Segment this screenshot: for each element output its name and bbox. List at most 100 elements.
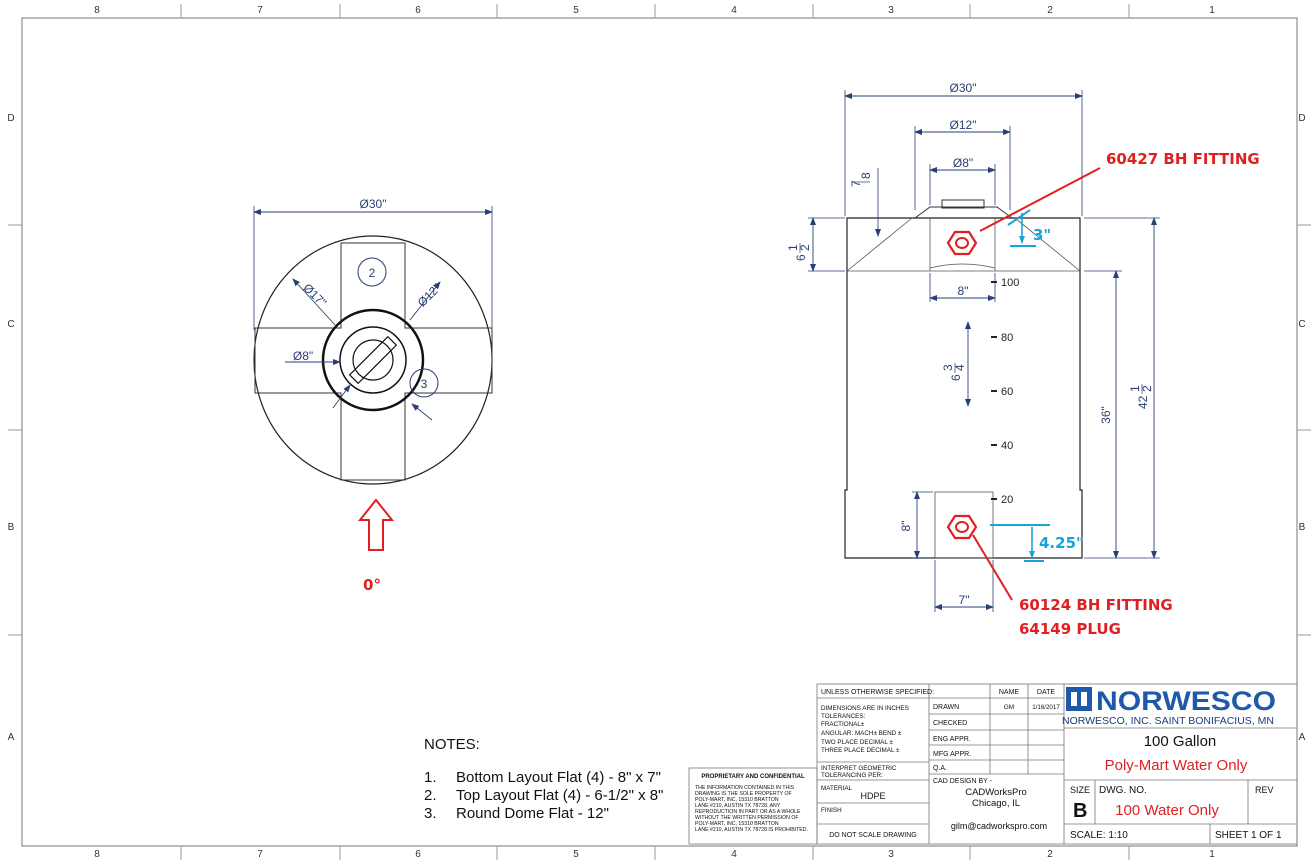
dome-12-circle (321, 308, 425, 412)
tb-interpret: INTERPRET GEOMETRIC (821, 765, 897, 772)
tb-dims-line: FRACTIONAL± (821, 721, 865, 728)
tb-drawn: DRAWN (933, 704, 959, 711)
row-label: C (7, 319, 14, 330)
row-label: A (1299, 732, 1306, 743)
column-label: 1 (1209, 849, 1215, 860)
proprietary-line: DRAWING IS THE SOLE PROPERTY OF (695, 791, 792, 797)
tb-dims-line: TOLERANCES: (821, 713, 866, 720)
note-number: 3. (424, 805, 437, 822)
dim-7-8: 7 8 (849, 172, 873, 187)
balloon-2: 2 (369, 266, 376, 280)
column-label: 5 (573, 5, 579, 16)
row-label: D (7, 113, 14, 124)
tb-mfg-appr: MFG APPR. (933, 751, 971, 758)
lid-handle (348, 335, 398, 385)
offset-bottom-label: 4.25" (1039, 534, 1084, 552)
gallon-mark-60: 60 (1001, 386, 1013, 398)
dim-diameter-30-top: Ø30" (360, 197, 387, 211)
tb-dims-line: ANGULAR: MACH± BEND ± (821, 730, 902, 737)
column-label: 7 (257, 5, 263, 16)
tb-sheet: SHEET 1 OF 1 (1215, 830, 1282, 841)
column-label: 6 (415, 5, 421, 16)
dim-diameter-17: Ø17" (300, 281, 329, 310)
column-label: 4 (731, 5, 737, 16)
tb-dims-line: THREE PLACE DECIMAL ± (821, 747, 900, 754)
lid-8-circle (339, 326, 407, 394)
dim-42-1-2: 42 1 2 (1128, 384, 1154, 409)
tb-size-value: B (1073, 800, 1087, 822)
offset-top-label: 3" (1033, 226, 1051, 244)
tb-material-value: HDPE (860, 791, 885, 801)
dim-diameter-12: Ø12" (415, 281, 444, 310)
gallon-mark-80: 80 (1001, 332, 1013, 344)
dim-36: 36" (1099, 406, 1113, 424)
callout-bottom-fitting: 60124 BH FITTING (1019, 596, 1173, 614)
sheet-border (8, 4, 1311, 860)
proprietary-title: PROPRIETARY AND CONFIDENTIAL (701, 774, 805, 780)
tb-size-label: SIZE (1070, 785, 1090, 795)
note-text: Top Layout Flat (4) - 6-1/2" x 8" (456, 787, 663, 804)
row-label: B (8, 522, 15, 533)
dim-6-1-2: 6 1 2 (786, 243, 812, 261)
svg-text:7: 7 (849, 180, 863, 187)
column-label: 1 (1209, 5, 1215, 16)
svg-text:42: 42 (1136, 395, 1150, 409)
tb-rev-label: REV (1255, 785, 1274, 795)
tank-body (844, 217, 1083, 559)
dim-8-top: 8" (958, 284, 969, 298)
gallon-mark-20: 20 (1001, 494, 1013, 506)
callout-plug: 64149 PLUG (1019, 620, 1121, 638)
proprietary-line: THE INFORMATION CONTAINED IN THIS (695, 785, 795, 791)
proprietary-box: PROPRIETARY AND CONFIDENTIAL THE INFORMA… (688, 767, 818, 845)
proprietary-line: WITHOUT THE WRITTEN PERMISSION OF (695, 815, 799, 821)
tb-dims-line: DIMENSIONS ARE IN INCHES (821, 705, 909, 712)
row-label: C (1298, 319, 1305, 330)
column-label: 6 (415, 849, 421, 860)
callout-leader-top (979, 167, 1101, 232)
svg-text:NORWESCO: NORWESCO (1096, 686, 1276, 716)
proprietary-line: REPRODUCTION IN PART OR AS A WHOLE (695, 809, 801, 815)
callout-leader-bottom (972, 534, 1013, 601)
row-label: B (1299, 522, 1306, 533)
gallon-mark-100: 100 (1001, 277, 1019, 289)
svg-text:2: 2 (798, 244, 812, 251)
tank-lid (914, 206, 1013, 219)
tb-cad-city: Chicago, IL (972, 798, 1020, 809)
tb-finish: FINISH (821, 807, 842, 814)
dim-7: 7" (959, 593, 970, 607)
top-fitting-icon (946, 230, 978, 256)
note-text: Bottom Layout Flat (4) - 8" x 7" (456, 769, 661, 786)
offset-top: 3" (1007, 209, 1051, 247)
tb-drawn-name: GM (1004, 704, 1014, 711)
tb-interpret: TOLERANCING PER: (821, 772, 883, 779)
tb-unless: UNLESS OTHERWISE SPECIFIED: (821, 689, 934, 696)
column-label: 8 (94, 5, 100, 16)
tb-name-header: NAME (999, 689, 1020, 696)
column-label: 5 (573, 849, 579, 860)
column-label: 3 (888, 5, 894, 16)
note-text: Round Dome Flat - 12" (456, 805, 609, 822)
tb-cad-design: CAD DESIGN BY - (933, 778, 993, 785)
proprietary-line: POLY-MART, INC, 15310 BRATTON (695, 821, 779, 827)
tb-do-not-scale: DO NOT SCALE DRAWING (829, 832, 917, 839)
row-label: A (8, 732, 15, 743)
notes: NOTES: 1. Bottom Layout Flat (4) - 8" x … (424, 736, 663, 822)
proprietary-line: LANE #210, AUSTIN TX 78728 IS PROHIBITED… (695, 827, 808, 833)
lid-inner-circle (352, 339, 394, 381)
layout-flats (254, 242, 493, 481)
tb-dims-line: TWO PLACE DECIMAL ± (821, 739, 893, 746)
column-label: 2 (1047, 849, 1053, 860)
tb-dwg-value: 100 Water Only (1115, 802, 1219, 819)
column-label: 2 (1047, 5, 1053, 16)
dim-diameter-8: Ø8" (293, 349, 313, 363)
tb-qa: Q.A. (933, 765, 947, 772)
title-block: UNLESS OTHERWISE SPECIFIED: NAME DATE DI… (816, 683, 1298, 845)
orientation-arrow-icon (357, 498, 395, 551)
tb-scale: SCALE: 1:10 (1070, 830, 1128, 841)
svg-text:6: 6 (794, 254, 808, 261)
svg-text:3: 3 (941, 364, 955, 371)
gallon-marks: 100 80 60 40 20 (991, 277, 1019, 506)
dim-6-3-4: 6 3 4 (941, 363, 967, 381)
dim-8-bottom: 8" (899, 521, 913, 532)
